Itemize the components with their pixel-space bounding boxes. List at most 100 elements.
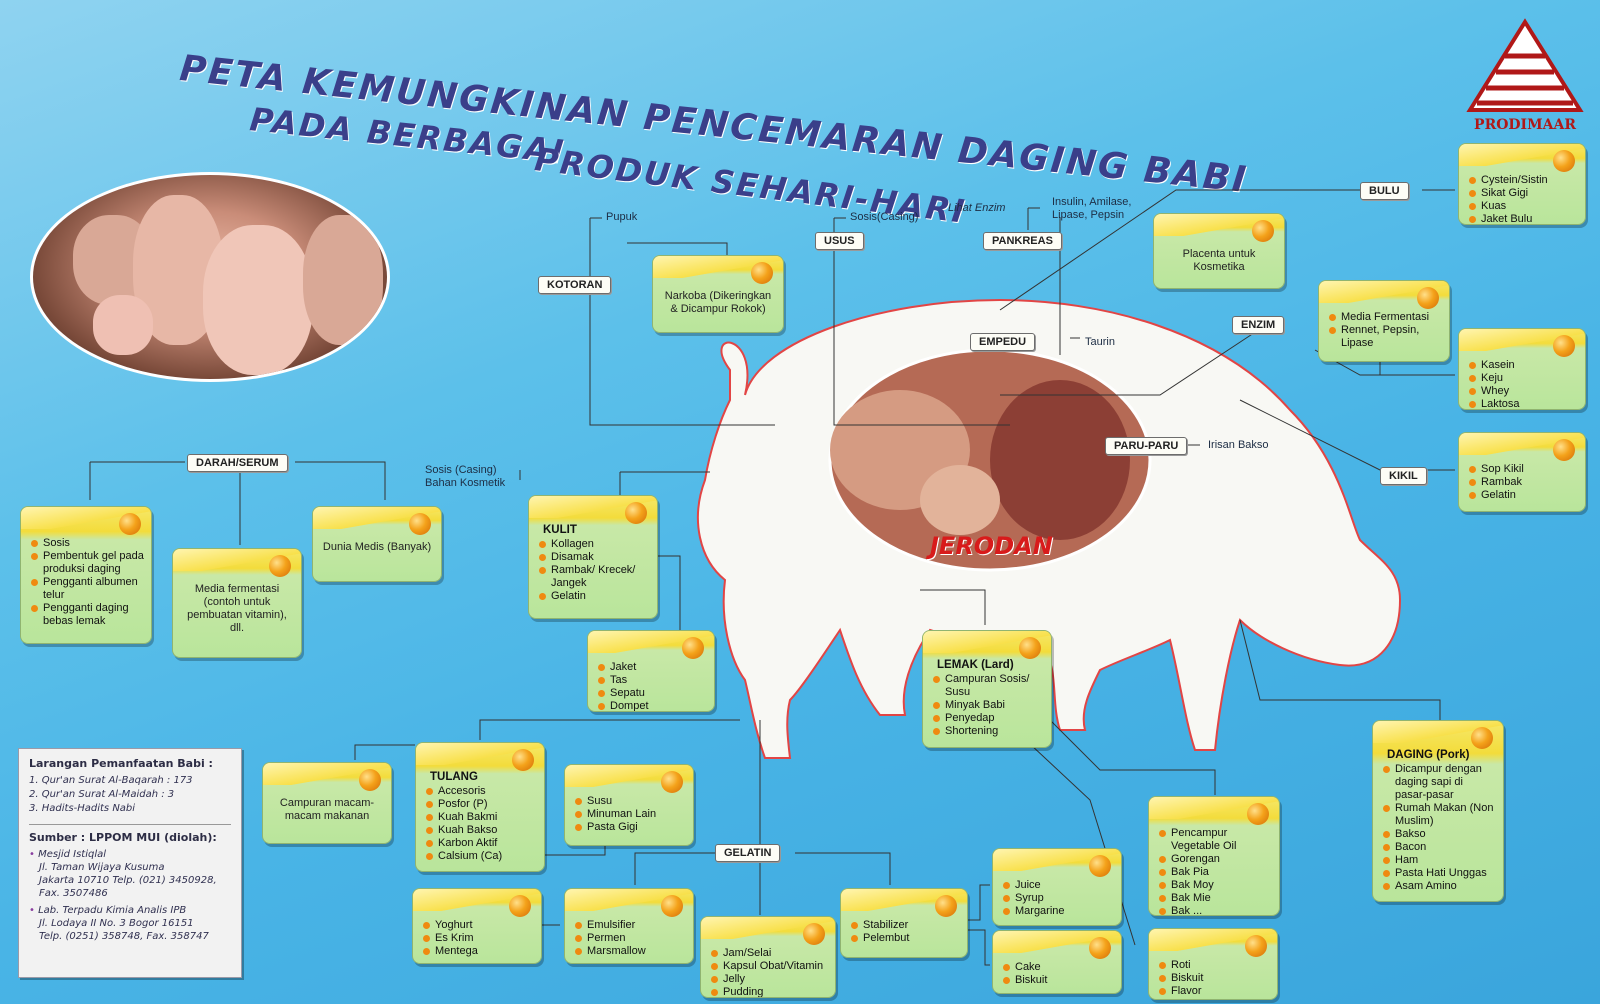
list-item: Emulsifier (575, 919, 687, 932)
label-bulu: BULU (1360, 182, 1409, 200)
card-title: TULANG (430, 771, 478, 783)
card-jam: Jam/Selai Kapsul Obat/Vitamin Jelly Pudd… (700, 916, 836, 998)
list-item: Pembentuk gel pada produksi daging (31, 550, 145, 576)
list-item: Syrup (1003, 892, 1115, 905)
list-item: Bak ... (1159, 905, 1273, 915)
card-text: Media fermentasi (contoh untuk pembuatan… (187, 583, 287, 634)
label-usus: USUS (815, 232, 864, 250)
card-title: KULIT (543, 524, 577, 536)
list-item: Media Fermentasi (1329, 311, 1443, 324)
list-item: Kollagen (539, 538, 651, 551)
label-pankreas: PANKREAS (983, 232, 1062, 250)
list-item: Asam Amino (1383, 880, 1497, 893)
list-item: Sosis (31, 537, 145, 550)
label-darah-serum: DARAH/SERUM (187, 454, 288, 472)
list-item: Bacon (1383, 841, 1497, 854)
note-sosis-casing-2: Sosis (Casing) (425, 464, 497, 476)
list-item: Bak Mie (1159, 892, 1273, 905)
list-item: Dicampur dengan daging sapi di pasar-pas… (1383, 763, 1497, 802)
prodimaar-logo: PRODIMAAR (1460, 18, 1590, 133)
list-item: Cystein/Sistin (1469, 174, 1579, 187)
source-line: Telp. (0251) 358748, Fax. 358747 (39, 931, 209, 942)
list-item: Juice (1003, 879, 1115, 892)
card-title: LEMAK (Lard) (937, 659, 1014, 671)
list-item: Es Krim (423, 932, 535, 945)
note-lipase: Lipase, Pepsin (1052, 209, 1125, 221)
list-item: Rambak/ Krecek/ Jangek (539, 564, 651, 590)
list-item: Biskuit (1003, 974, 1115, 987)
list-item: Flavor (1159, 985, 1271, 998)
label-gelatin: GELATIN (715, 844, 781, 862)
label-kikil: KIKIL (1380, 467, 1427, 485)
card-roti: Roti Biskuit Flavor (1148, 928, 1278, 1000)
list-item: Susu (575, 795, 687, 808)
legend-item: 2. Qur'an Surat Al-Maidah : 3 (29, 789, 175, 800)
list-item: Penyedap (933, 712, 1045, 725)
legend-item: 3. Hadits-Hadits Nabi (29, 803, 136, 814)
label-kotoran: KOTORAN (538, 276, 612, 294)
list-item: Rumah Makan (Non Muslim) (1383, 802, 1497, 828)
list-item: Marsmallow (575, 945, 687, 958)
note-lihat-enzim: Lihat Enzim (948, 202, 1006, 214)
list-item: Jaket (598, 661, 708, 674)
list-item: Ham (1383, 854, 1497, 867)
list-item: Disamak (539, 551, 651, 564)
note-sosis-casing: Sosis(Casing) (850, 211, 919, 223)
card-kasein: Kasein Keju Whey Laktosa (1458, 328, 1586, 410)
list-item: Pengganti daging bebas lemak (31, 602, 145, 628)
list-item: Sepatu (598, 687, 708, 700)
list-item: Kapsul Obat/Vitamin (711, 960, 829, 973)
list-item: Stabilizer (851, 919, 961, 932)
card-juice: Juice Syrup Margarine (992, 848, 1122, 926)
list-item: Calsium (Ca) (426, 850, 538, 863)
list-item: Bakso (1383, 828, 1497, 841)
list-item: Yoghurt (423, 919, 535, 932)
card-text: Placenta untuk Kosmetika (1182, 248, 1256, 273)
pyramid-logo-icon (1466, 18, 1584, 112)
list-item: Pasta Hati Unggas (1383, 867, 1497, 880)
card-lemak: LEMAK (Lard) Campuran Sosis/ Susu Minyak… (922, 630, 1052, 748)
list-item: Kasein (1469, 359, 1579, 372)
list-item: Sikat Gigi (1469, 187, 1579, 200)
note-bahan-kosmetik: Bahan Kosmetik (425, 477, 506, 489)
list-item: Keju (1469, 372, 1579, 385)
list-item: Kuas (1469, 200, 1579, 213)
card-stabilizer: Stabilizer Pelembut (840, 888, 968, 958)
list-item: Whey (1469, 385, 1579, 398)
note-insulin: Insulin, Amilase, (1052, 196, 1132, 208)
pigs-photo (30, 172, 390, 382)
card-bulu-products: Cystein/Sistin Sikat Gigi Kuas Jaket Bul… (1458, 143, 1586, 225)
label-enzim: ENZIM (1232, 316, 1285, 334)
source-line: Jl. Lodaya II No. 3 Bogor 16151 (39, 918, 194, 929)
list-item: Gelatin (1469, 489, 1579, 502)
list-item: Laktosa (1469, 398, 1579, 409)
card-text: Dunia Medis (Banyak) (322, 541, 432, 553)
card-placenta: Placenta untuk Kosmetika (1153, 213, 1285, 289)
source-line: Jl. Taman Wijaya Kusuma (39, 862, 165, 873)
list-item: Pasta Gigi (575, 821, 687, 834)
source-title: Sumber : LPPOM MUI (diolah): (29, 831, 217, 844)
list-item: Biskuit (1159, 972, 1271, 985)
card-susu: Susu Minuman Lain Pasta Gigi (564, 764, 694, 846)
note-taurin: Taurin (1085, 336, 1115, 348)
card-yoghurt: Yoghurt Es Krim Mentega (412, 888, 542, 964)
source-line: • Lab. Terpadu Kimia Analis IPB (29, 905, 187, 916)
jerodan-label: JERODAN (930, 532, 1053, 560)
card-cake: Cake Biskuit (992, 930, 1122, 994)
card-emulsifier: Emulsifier Permen Marsmallow (564, 888, 694, 964)
card-narkoba: Narkoba (Dikeringkan & Dicampur Rokok) (652, 255, 784, 333)
source-line: Fax. 3507486 (39, 888, 108, 899)
card-darah-products: Sosis Pembentuk gel pada produksi daging… (20, 506, 152, 644)
card-pencampur: Pencampur Vegetable Oil Gorengan Bak Pia… (1148, 796, 1280, 916)
card-jaket-products: Jaket Tas Sepatu Dompet (587, 630, 715, 712)
list-item: Rennet, Pepsin, Lipase (1329, 324, 1443, 350)
list-item: Accesoris (426, 785, 538, 798)
list-item: Bak Pia (1159, 866, 1273, 879)
list-item: Kuah Bakso (426, 824, 538, 837)
logo-name: PRODIMAAR (1474, 117, 1576, 133)
card-kulit: KULIT Kollagen Disamak Rambak/ Krecek/ J… (528, 495, 658, 619)
source-line: Jakarta 10710 Telp. (021) 3450928, (39, 875, 217, 886)
list-item: Shortening (933, 725, 1045, 738)
